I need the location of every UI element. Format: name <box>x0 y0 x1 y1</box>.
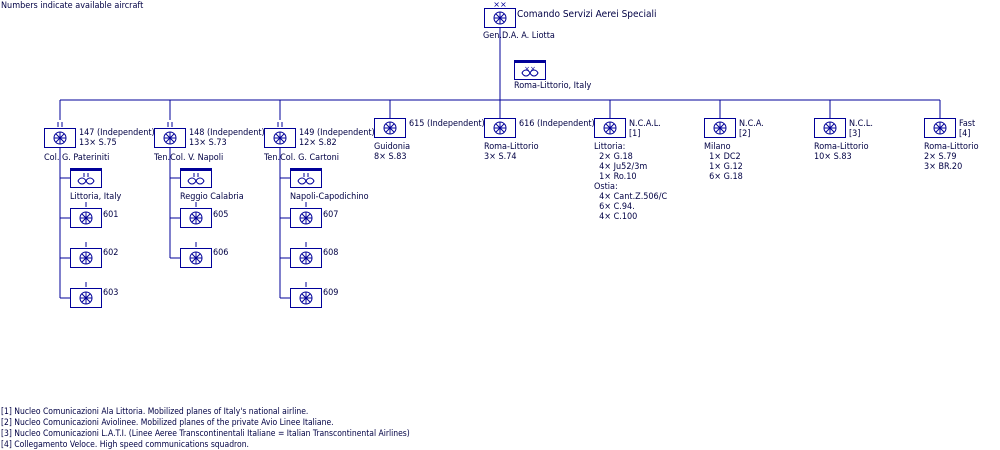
unit-ncl-detail: Roma-Littorio 10× S.83 <box>814 142 869 162</box>
group-149-symbol <box>264 122 296 148</box>
squadron-606-label: 606 <box>213 248 229 258</box>
unit-nca-number: N.C.A. [2] <box>739 119 764 139</box>
group-148-aircraft: 13× S.73 <box>189 138 227 148</box>
unit-ncl-symbol <box>814 112 846 138</box>
squadron-609-label: 609 <box>323 288 339 298</box>
command-commander: Gen.D.A. A. Liotta <box>483 31 555 41</box>
unit-ncal-detail: Littoria: 2× G.18 4× Ju52/3m 1× Ro.10 Os… <box>594 142 668 222</box>
unit-616-detail: Roma-Littorio 3× S.74 <box>484 142 539 162</box>
command-hq-symbol: ×× <box>484 0 516 28</box>
command-base-symbol: ×× <box>514 60 546 80</box>
group-147-number: 147 (Independent) <box>79 128 155 138</box>
squadron-601-label: 601 <box>103 210 119 220</box>
group-148-number: 148 (Independent) <box>189 128 265 138</box>
footnote-2: [2] Nucleo Comunicazioni Aviolinee. Mobi… <box>1 418 334 428</box>
squadron-606-symbol <box>180 242 212 268</box>
group-147-symbol <box>44 122 76 148</box>
unit-nca-symbol <box>704 112 736 138</box>
footnote-3: [3] Nucleo Comunicazioni L.A.T.I. (Linee… <box>1 429 410 439</box>
unit-615-number: 615 (Independent) <box>409 119 485 129</box>
footnote-4: [4] Collegamento Veloce. High speed comm… <box>1 440 249 450</box>
svg-text:××: ×× <box>493 0 506 9</box>
unit-nca-detail: Milano 1× DC2 1× G.12 6× G.18 <box>704 142 743 182</box>
squadron-607-symbol <box>290 202 322 228</box>
unit-fast-detail: Roma-Littorio 2× S.79 3× BR.20 <box>924 142 979 172</box>
squadron-607-label: 607 <box>323 210 339 220</box>
squadron-602-label: 602 <box>103 248 119 258</box>
group-149-commander: Ten.Col. G. Cartoni <box>264 153 339 163</box>
group-147-base-symbol <box>70 168 102 188</box>
group-148-base: Reggio Calabria <box>180 192 244 202</box>
unit-ncl-number: N.C.L. [3] <box>849 119 873 139</box>
svg-text:××: ×× <box>524 65 536 73</box>
unit-616-number: 616 (Independent) <box>519 119 595 129</box>
unit-616-symbol <box>484 112 516 138</box>
group-148-symbol <box>154 122 186 148</box>
unit-fast-number: Fast [4] <box>959 119 976 139</box>
group-149-number: 149 (Independent) <box>299 128 375 138</box>
squadron-605-symbol <box>180 202 212 228</box>
squadron-602-symbol <box>70 242 102 268</box>
unit-615-detail: Guidonia 8× S.83 <box>374 142 411 162</box>
command-name: Comando Servizi Aerei Speciali <box>517 9 657 20</box>
group-147-aircraft: 13× S.75 <box>79 138 117 148</box>
legend-note: Numbers indicate available aircraft <box>1 1 144 11</box>
squadron-603-label: 603 <box>103 288 119 298</box>
command-base-label: Roma-Littorio, Italy <box>514 81 592 91</box>
group-147-base: Littoria, Italy <box>70 192 122 202</box>
squadron-609-symbol <box>290 282 322 308</box>
group-147-commander: Col. G. Pateriniti <box>44 153 110 163</box>
unit-615-symbol <box>374 112 406 138</box>
group-149-aircraft: 12× S.82 <box>299 138 337 148</box>
squadron-601-symbol <box>70 202 102 228</box>
group-149-base: Napoli-Capodichino <box>290 192 369 202</box>
squadron-605-label: 605 <box>213 210 229 220</box>
unit-ncal-symbol <box>594 112 626 138</box>
group-149-base-symbol <box>290 168 322 188</box>
unit-fast-symbol <box>924 112 956 138</box>
group-148-base-symbol <box>180 168 212 188</box>
footnote-1: [1] Nucleo Comunicazioni Ala Littoria. M… <box>1 407 309 417</box>
squadron-603-symbol <box>70 282 102 308</box>
squadron-608-symbol <box>290 242 322 268</box>
unit-ncal-number: N.C.A.L. [1] <box>629 119 661 139</box>
group-148-commander: Ten.Col. V. Napoli <box>154 153 224 163</box>
squadron-608-label: 608 <box>323 248 339 258</box>
